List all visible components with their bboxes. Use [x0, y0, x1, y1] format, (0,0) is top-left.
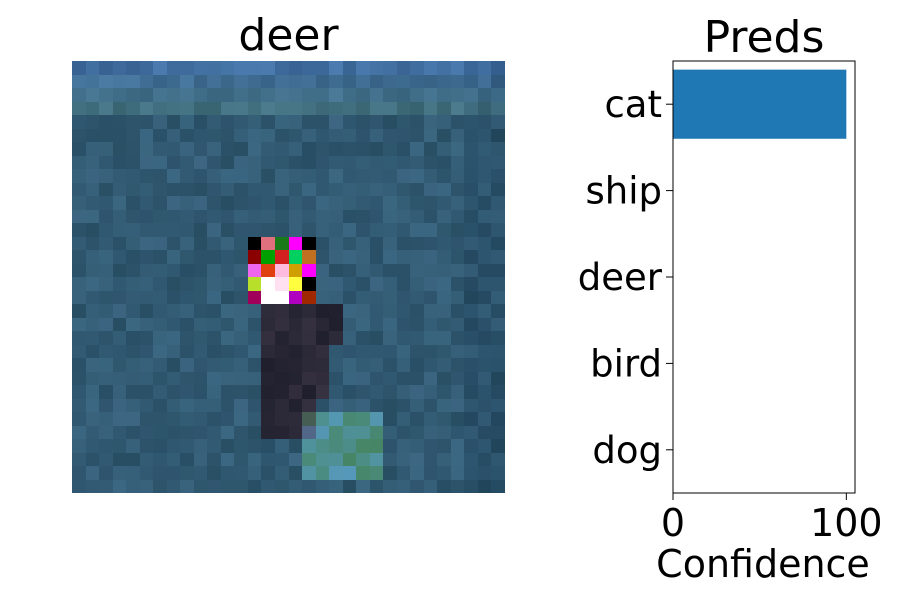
y-tick-label: ship [586, 170, 663, 213]
y-tick-label: cat [604, 83, 662, 126]
x-tick-label: 100 [810, 501, 883, 545]
bar-cat [673, 69, 847, 139]
x-axis-label: Confidence [656, 542, 870, 586]
y-tick-label: deer [578, 256, 663, 299]
input-image [72, 61, 505, 493]
y-tick-label: dog [592, 429, 662, 472]
y-tick-label: bird [590, 342, 662, 385]
chart-title: Preds [704, 12, 825, 63]
image-title: deer [238, 10, 339, 61]
x-tick-label: 0 [661, 501, 685, 545]
